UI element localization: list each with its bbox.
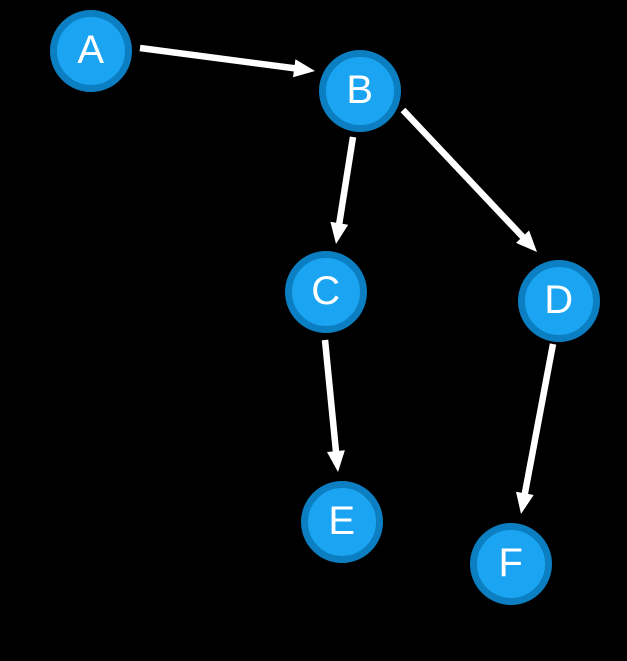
edge-line	[335, 136, 357, 226]
edge-D-F	[516, 343, 557, 514]
arrowhead-icon	[327, 450, 345, 472]
edge-B-D	[400, 107, 537, 252]
node-label: C	[311, 269, 341, 313]
node-label: A	[77, 28, 105, 72]
node-C[interactable]: C	[285, 251, 367, 333]
node-D[interactable]: D	[518, 260, 600, 342]
arrowhead-icon	[516, 230, 537, 252]
node-F[interactable]: F	[470, 523, 552, 605]
arrowhead-icon	[293, 59, 315, 78]
node-label: B	[346, 68, 374, 112]
edge-B-C	[330, 136, 357, 244]
edge-line	[321, 339, 340, 454]
arrowhead-icon	[516, 491, 534, 514]
edge-line	[139, 44, 297, 72]
edge-A-B	[139, 44, 315, 78]
node-A[interactable]: A	[50, 10, 132, 92]
node-E[interactable]: E	[301, 481, 383, 563]
node-B[interactable]: B	[319, 50, 401, 132]
node-label: D	[544, 278, 574, 322]
edge-line	[400, 107, 527, 241]
edge-C-E	[321, 339, 345, 472]
edge-line	[521, 343, 557, 496]
node-label: F	[498, 541, 524, 585]
node-label: E	[328, 499, 356, 543]
arrowhead-icon	[330, 221, 349, 244]
